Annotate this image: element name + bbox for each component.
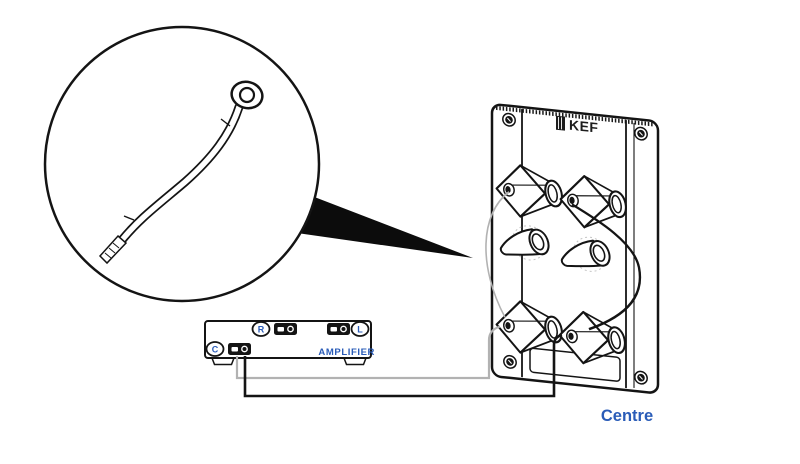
link-wire-left bbox=[485, 191, 510, 318]
speaker-plug-icon bbox=[227, 342, 252, 356]
link-wire-right bbox=[571, 203, 642, 331]
speaker-cable-black bbox=[243, 333, 563, 398]
centre-label: Centre bbox=[601, 407, 653, 425]
corner-screw bbox=[634, 126, 648, 142]
callout-pointer bbox=[297, 193, 473, 258]
corner-screw bbox=[502, 112, 516, 128]
terminal-badge-centre bbox=[205, 341, 225, 357]
corner-screw bbox=[634, 370, 648, 386]
bare-wire-tip bbox=[98, 234, 128, 265]
terminal-badge-right bbox=[251, 321, 271, 337]
link-cable-illustration bbox=[98, 80, 264, 265]
speaker-terminal-panel: KEF bbox=[485, 103, 660, 394]
magnifier-detail bbox=[43, 25, 321, 303]
kef-logo-text: KEF bbox=[569, 117, 598, 136]
amplifier: R L C AMPLIFIER bbox=[204, 320, 375, 366]
speaker-cable-gray bbox=[235, 325, 501, 380]
terminal-label-left: L bbox=[357, 325, 363, 335]
magnifier-circle bbox=[43, 25, 321, 303]
terminal-label-centre: C bbox=[212, 345, 219, 355]
corner-screw bbox=[503, 354, 517, 370]
terminal-label-right: R bbox=[258, 325, 265, 335]
speaker-plug-icon bbox=[273, 322, 298, 336]
speaker-plug-icon bbox=[326, 322, 351, 336]
kef-logo: KEF bbox=[556, 115, 598, 136]
amplifier-label: AMPLIFIER bbox=[318, 347, 375, 358]
terminal-badge-left bbox=[350, 321, 370, 337]
